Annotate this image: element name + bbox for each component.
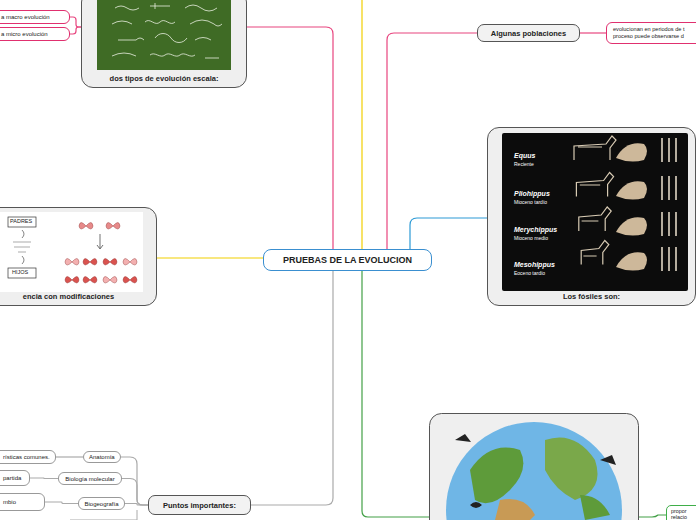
leaf-box: rísticas comunes. [0,450,56,464]
topic-box: Puntos importantes: [148,495,251,515]
branch-line [361,0,362,249]
branch-line [70,510,137,520]
cross-arrow [97,234,103,249]
sketch-strokes [112,3,222,58]
branch-connector [247,27,333,249]
branch-connector [387,33,477,249]
branch-connector [580,33,606,34]
leaf-box: mbio [0,493,45,511]
branch-connector [157,258,263,259]
image-topic: dos tipos de evolución escala: [81,0,247,88]
branch-connector [30,478,58,480]
node-text: encia con modificaciones [23,292,114,301]
subtopic-box: Biología molecular [58,472,122,485]
descent-picture [0,212,143,292]
branch-connector [121,457,148,505]
epoch-name: Eoceno tardío [514,270,545,276]
genus-name: Pliohippus [514,190,550,197]
branch-connector [122,479,148,506]
node-text: a micro evolución [1,31,48,37]
leaf-box: partida [0,470,30,486]
node-text: PRUEBAS DE LA EVOLUCION [283,255,412,265]
children-frame [8,268,36,278]
subtopic-box: Biogeografía [78,497,125,510]
node-text: Los fósiles son: [563,292,620,301]
branch-connector [125,504,148,506]
node-text: rísticas comunes. [3,454,50,460]
branch-connector [251,271,333,505]
subtopic-box: Anatomía [83,451,121,463]
node-text: mbio [3,499,16,505]
evolution-picture [97,0,231,70]
leaf-box: a macro evolución [0,10,70,24]
genus-name: Equus [514,152,535,159]
node-text: Biología molecular [65,476,114,482]
node-text: partida [3,475,21,481]
skeletons [574,136,676,271]
sketch-scribble [13,242,31,252]
branch-connector [70,17,81,27]
branch-connector [45,502,78,504]
epoch-name: Mioceno medio [514,235,548,241]
branch-line [362,271,429,517]
node-text: dos tipos de evolución escala: [110,74,219,83]
sketch-word: HIJOS [12,269,28,275]
node-text: evolucionan en periodos de t proceso pue… [613,26,695,40]
sketch-word: PADRES [10,218,32,224]
leaf-box: a micro evolución [0,27,70,41]
node-text: propor relacio [671,508,696,520]
topic-box: Algunas poblaciones [477,24,580,42]
leaf-box: evolucionan en periodos de t proceso pue… [606,22,696,44]
box-ground [0,208,157,306]
parents-frame [8,217,36,227]
node-text: Biogeografía [84,501,118,507]
branch-connector [410,218,487,249]
branch-connector [70,27,81,34]
box-ground [82,0,247,88]
epoch-name: Mioceno tardío [514,199,547,205]
node-text: a macro evolución [1,14,50,20]
branch-connector [56,457,83,458]
node-text: Algunas poblaciones [491,29,566,38]
genus-name: Merychippus [514,226,557,233]
leaf-box: propor relacio [666,505,696,520]
node-text: Puntos importantes: [163,501,236,510]
fossil-picture [502,133,688,291]
globe-picture [446,422,622,520]
butterflies [65,223,137,284]
central-topic: PRUEBAS DE LA EVOLUCION [263,249,432,271]
epoch-name: Reciente [514,161,534,167]
node-text: Anatomía [89,454,115,460]
box-ground [488,128,696,306]
branch-line [639,515,666,517]
genus-name: Mesohippus [514,261,555,268]
